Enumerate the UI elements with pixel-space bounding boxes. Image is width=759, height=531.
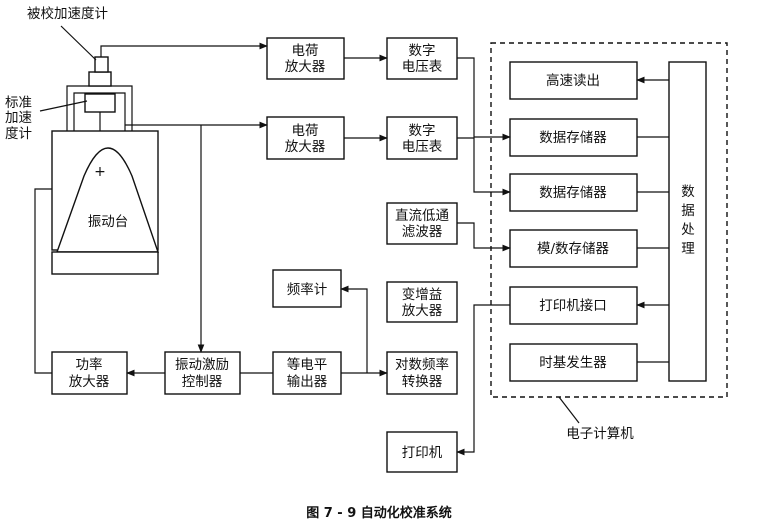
label-charge-amp-2b: 放大器 bbox=[285, 139, 326, 155]
label-dvm-1b: 电压表 bbox=[402, 59, 443, 75]
label-std-accel-1: 标准 bbox=[5, 95, 32, 111]
test-accelerometer bbox=[94, 56, 109, 73]
label-std-accel-3: 度计 bbox=[5, 126, 32, 142]
standard-accelerometer bbox=[84, 93, 116, 113]
label-printer: 打印机 bbox=[402, 444, 443, 461]
computer-frame bbox=[490, 42, 728, 398]
shaker-base bbox=[51, 251, 159, 275]
label-power-amp-b: 放大器 bbox=[69, 374, 110, 390]
store-2-box bbox=[509, 173, 638, 212]
label-std-accel-2: 加速 bbox=[5, 110, 32, 126]
label-dvm-2a: 数字 bbox=[409, 123, 436, 139]
label-lowpass-b: 滤波器 bbox=[402, 224, 443, 240]
label-log-conv-a: 对数频率 bbox=[395, 356, 449, 373]
label-plus: + bbox=[94, 164, 106, 180]
label-power-amp-a: 功率 bbox=[76, 356, 103, 373]
label-var-gain-b: 放大器 bbox=[402, 303, 443, 319]
figure-caption: 图 7 - 9 自动化校准系统 bbox=[306, 505, 452, 521]
label-computer: 电子计算机 bbox=[566, 426, 634, 442]
printer-box bbox=[386, 431, 458, 473]
label-print-if: 打印机接口 bbox=[539, 297, 607, 314]
shaker-armature bbox=[56, 147, 159, 253]
label-ad-store: 模/数存储器 bbox=[537, 241, 610, 257]
label-charge-amp-2a: 电荷 bbox=[292, 123, 319, 139]
shaker-assembly bbox=[51, 56, 159, 275]
power-amp-box bbox=[51, 351, 128, 395]
label-store-2: 数据存储器 bbox=[539, 185, 607, 201]
label-proc-1: 数 bbox=[681, 184, 695, 200]
label-proc-3: 处 bbox=[681, 222, 695, 238]
label-eq-level-b: 输出器 bbox=[287, 374, 328, 390]
log-conv-box bbox=[386, 351, 458, 395]
label-timebase: 时基发生器 bbox=[539, 354, 607, 371]
label-eq-level-a: 等电平 bbox=[287, 356, 328, 373]
label-table: 振动台 bbox=[88, 214, 129, 230]
dvm-1-box bbox=[386, 37, 458, 80]
label-vib-ctrl-b: 控制器 bbox=[182, 374, 223, 390]
label-log-conv-b: 转换器 bbox=[402, 374, 443, 390]
label-charge-amp-1a: 电荷 bbox=[292, 43, 319, 59]
label-store-1: 数据存储器 bbox=[539, 130, 607, 146]
label-test-accelerometer: 被校加速度计 bbox=[27, 5, 108, 22]
label-proc-2: 据 bbox=[681, 203, 695, 219]
hs-read-box bbox=[509, 61, 638, 100]
ad-store-box bbox=[509, 229, 638, 268]
test-accelerometer-base bbox=[88, 71, 112, 87]
label-proc-4: 理 bbox=[681, 241, 695, 257]
label-lowpass-a: 直流低通 bbox=[395, 208, 449, 224]
label-hs-read: 高速读出 bbox=[546, 72, 600, 89]
timebase-box bbox=[509, 343, 638, 382]
freq-meter-box bbox=[272, 269, 342, 308]
connections bbox=[34, 25, 669, 456]
label-var-gain-a: 变增益 bbox=[402, 287, 443, 303]
proc-box bbox=[668, 61, 707, 382]
label-vib-ctrl-a: 振动激励 bbox=[175, 357, 229, 373]
store-1-box bbox=[509, 118, 638, 157]
charge-amp-1-box bbox=[266, 37, 345, 80]
var-gain-box bbox=[386, 281, 458, 323]
label-freq-meter: 频率计 bbox=[287, 281, 328, 298]
label-dvm-1a: 数字 bbox=[409, 43, 436, 59]
label-dvm-2b: 电压表 bbox=[402, 139, 443, 155]
label-charge-amp-1b: 放大器 bbox=[285, 59, 326, 75]
charge-amp-2-box bbox=[266, 116, 345, 160]
dvm-2-box bbox=[386, 116, 458, 160]
